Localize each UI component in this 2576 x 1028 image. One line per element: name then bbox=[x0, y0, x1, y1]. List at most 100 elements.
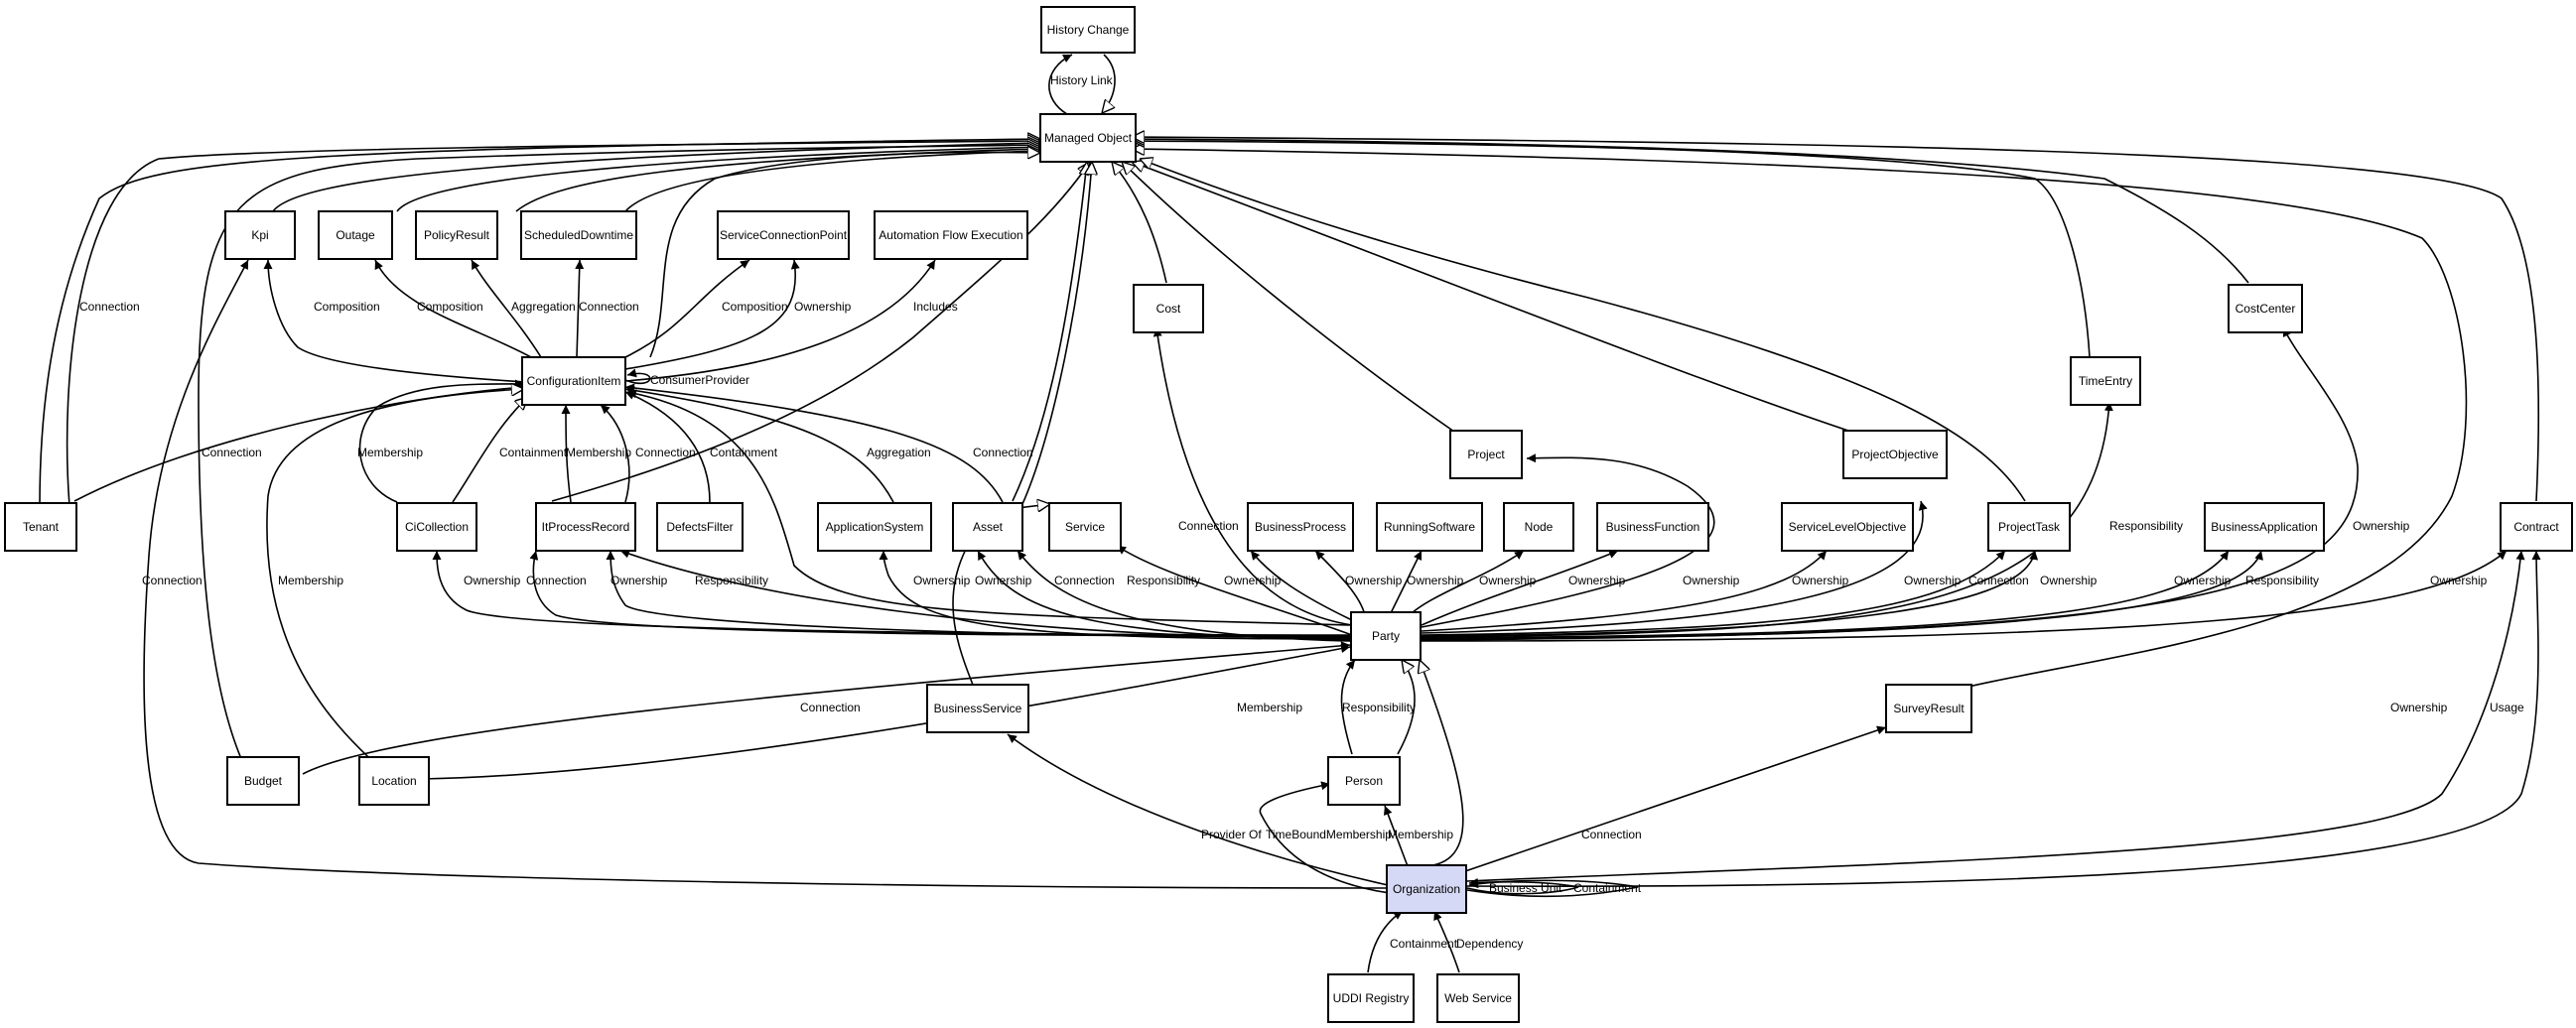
class-node-managed-object[interactable]: Managed Object bbox=[1039, 113, 1137, 163]
edge-label: Containment bbox=[1390, 937, 1458, 951]
edge-label: Membership bbox=[1388, 828, 1453, 841]
node-label: Kpi bbox=[251, 228, 268, 242]
class-node-business-function[interactable]: BusinessFunction bbox=[1596, 502, 1709, 552]
class-node-uddi-registry[interactable]: UDDI Registry bbox=[1327, 973, 1415, 1023]
class-node-contract[interactable]: Contract bbox=[2500, 502, 2573, 552]
edge-label: Responsibility bbox=[2109, 519, 2183, 533]
node-label: Party bbox=[1372, 629, 1400, 643]
edge-label: Membership bbox=[566, 446, 631, 459]
class-node-survey-result[interactable]: SurveyResult bbox=[1885, 684, 1972, 733]
edge-label: Dependency bbox=[1456, 937, 1523, 951]
edge-label: Ownership bbox=[1345, 574, 1403, 587]
edge-label: Connection bbox=[1581, 828, 1642, 841]
class-node-time-entry[interactable]: TimeEntry bbox=[2070, 356, 2141, 406]
class-node-cost[interactable]: Cost bbox=[1133, 284, 1204, 333]
edge-organization bbox=[1007, 550, 2541, 973]
edge-label: History Link bbox=[1050, 73, 1114, 87]
edge-label: Ownership bbox=[1224, 574, 1282, 587]
node-label: History Change bbox=[1047, 23, 1130, 37]
node-label: CostCenter bbox=[2236, 302, 2296, 316]
edge-label: Composition bbox=[417, 300, 483, 314]
node-label: PolicyResult bbox=[424, 228, 490, 242]
edge-label: Ownership bbox=[2430, 574, 2488, 587]
node-label: ApplicationSystem bbox=[826, 520, 924, 534]
edge-label: Membership bbox=[278, 574, 343, 587]
class-node-service-level-objective[interactable]: ServiceLevelObjective bbox=[1781, 502, 1914, 552]
class-node-history-change[interactable]: History Change bbox=[1040, 6, 1136, 54]
edge-label: Connection bbox=[142, 574, 203, 587]
class-node-person[interactable]: Person bbox=[1327, 756, 1401, 806]
edge-label: Ownership bbox=[1904, 574, 1962, 587]
class-node-project-task[interactable]: ProjectTask bbox=[1987, 502, 2071, 552]
node-label: Outage bbox=[336, 228, 375, 242]
edge-label: Ownership bbox=[2353, 519, 2410, 533]
class-node-business-application[interactable]: BusinessApplication bbox=[2204, 502, 2325, 552]
node-label: TimeEntry bbox=[2079, 374, 2132, 388]
edge-label: Connection bbox=[526, 574, 587, 587]
edge-label: Connection bbox=[1968, 574, 2029, 587]
class-node-party[interactable]: Party bbox=[1350, 611, 1422, 661]
edge-label: Membership bbox=[357, 446, 423, 459]
class-node-tenant[interactable]: Tenant bbox=[4, 502, 77, 552]
class-node-cost-center[interactable]: CostCenter bbox=[2228, 284, 2303, 333]
edge-label: Containment bbox=[1573, 881, 1642, 895]
node-label: Web Service bbox=[1444, 991, 1512, 1005]
class-node-business-process[interactable]: BusinessProcess bbox=[1247, 502, 1354, 552]
edge-label: Ownership bbox=[975, 574, 1032, 587]
class-node-organization[interactable]: Organization bbox=[1386, 864, 1467, 914]
class-node-scheduled-downtime[interactable]: ScheduledDowntime bbox=[520, 210, 637, 260]
node-label: Managed Object bbox=[1044, 131, 1133, 145]
class-node-service[interactable]: Service bbox=[1048, 502, 1122, 552]
class-node-configuration-item[interactable]: ConfigurationItem bbox=[521, 356, 626, 406]
node-label: ConfigurationItem bbox=[527, 374, 621, 388]
class-node-node[interactable]: Node bbox=[1503, 502, 1574, 552]
edge-label: Business Unit bbox=[1489, 881, 1562, 895]
node-label: Project bbox=[1467, 448, 1505, 461]
edge-label: Ownership bbox=[2174, 574, 2232, 587]
node-label: UDDI Registry bbox=[1333, 991, 1410, 1005]
edge-labels: History Link Connection Composition Comp… bbox=[79, 73, 2524, 951]
edge-asset-managed-object bbox=[1021, 162, 1092, 505]
edge-label: Connection bbox=[1054, 574, 1115, 587]
edge-label: Aggregation bbox=[867, 446, 931, 459]
class-node-defects-filter[interactable]: DefectsFilter bbox=[656, 502, 744, 552]
edge-label: Connection bbox=[800, 701, 861, 714]
nodes: History Change Managed Object Kpi Outage… bbox=[4, 6, 2573, 1023]
edge-label: Ownership bbox=[1683, 574, 1740, 587]
edge-label: Ownership bbox=[1568, 574, 1626, 587]
edge-label: Connection bbox=[79, 300, 140, 314]
edge-organization-kpi bbox=[143, 259, 1389, 889]
edge-label: Includes bbox=[913, 300, 958, 314]
class-node-kpi[interactable]: Kpi bbox=[224, 210, 296, 260]
class-node-application-system[interactable]: ApplicationSystem bbox=[817, 502, 932, 552]
class-node-it-process-record[interactable]: ItProcessRecord bbox=[535, 502, 636, 552]
class-node-automation-flow-execution[interactable]: Automation Flow Execution bbox=[874, 210, 1028, 260]
edge-label: Ownership bbox=[2040, 574, 2098, 587]
class-node-outage[interactable]: Outage bbox=[318, 210, 393, 260]
edge-label: Ownership bbox=[1792, 574, 1849, 587]
class-node-project-objective[interactable]: ProjectObjective bbox=[1842, 430, 1948, 479]
class-node-service-connection-point[interactable]: ServiceConnectionPoint bbox=[717, 210, 850, 260]
edge-label: Connection bbox=[1178, 519, 1239, 533]
class-node-web-service[interactable]: Web Service bbox=[1436, 973, 1520, 1023]
node-label: Budget bbox=[244, 774, 283, 788]
edge-label: Responsibility bbox=[2245, 574, 2319, 587]
class-node-budget[interactable]: Budget bbox=[226, 756, 300, 806]
edge-label: Connection bbox=[579, 300, 639, 314]
node-label: SurveyResult bbox=[1893, 702, 1965, 715]
node-label: ServiceConnectionPoint bbox=[720, 228, 848, 242]
node-label: Automation Flow Execution bbox=[879, 228, 1022, 242]
class-node-running-software[interactable]: RunningSoftware bbox=[1376, 502, 1483, 552]
class-node-business-service[interactable]: BusinessService bbox=[926, 684, 1029, 733]
class-node-project[interactable]: Project bbox=[1449, 430, 1523, 479]
edge-label: Provider Of bbox=[1201, 828, 1262, 841]
class-node-location[interactable]: Location bbox=[358, 756, 430, 806]
class-node-ci-collection[interactable]: CiCollection bbox=[396, 502, 477, 552]
class-node-policy-result[interactable]: PolicyResult bbox=[415, 210, 498, 260]
edge-label: Responsibility bbox=[695, 574, 768, 587]
node-label: Person bbox=[1345, 774, 1383, 788]
edge-label: Ownership bbox=[464, 574, 521, 587]
edge-label: Ownership bbox=[610, 574, 668, 587]
class-node-asset[interactable]: Asset bbox=[952, 502, 1023, 552]
